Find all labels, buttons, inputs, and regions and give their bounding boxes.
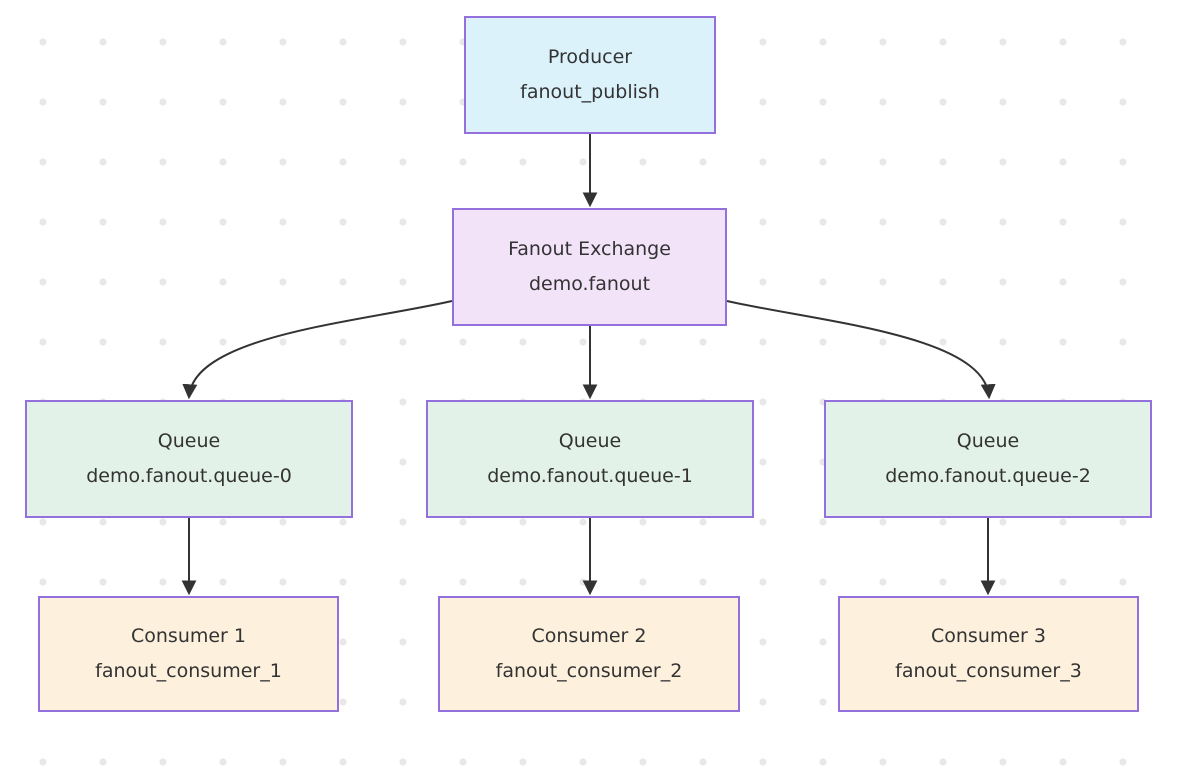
node-producer: Producer fanout_publish — [464, 16, 716, 134]
node-queue-2-subtitle: demo.fanout.queue-2 — [885, 465, 1091, 487]
node-queue-0-subtitle: demo.fanout.queue-0 — [86, 465, 292, 487]
node-consumer-1-title: Consumer 1 — [130, 625, 246, 647]
node-consumer-2: Consumer 2 fanout_consumer_2 — [438, 596, 740, 712]
node-consumer-1-subtitle: fanout_consumer_1 — [95, 660, 282, 682]
node-consumer-2-subtitle: fanout_consumer_2 — [495, 660, 683, 682]
node-queue-0-title: Queue — [157, 430, 221, 452]
node-queue-1-subtitle: demo.fanout.queue-1 — [487, 465, 693, 487]
node-consumer-3: Consumer 3 fanout_consumer_3 — [838, 596, 1139, 712]
node-fanout-exchange-subtitle: demo.fanout — [528, 273, 651, 295]
node-consumer-2-title: Consumer 2 — [531, 625, 647, 647]
node-consumer-3-title: Consumer 3 — [930, 625, 1046, 647]
node-queue-2-title: Queue — [956, 430, 1020, 452]
node-queue-2: Queue demo.fanout.queue-2 — [824, 400, 1152, 518]
node-producer-subtitle: fanout_publish — [520, 81, 660, 103]
edge-exchange-queue2 — [726, 300, 996, 400]
edge-exchange-queue0 — [182, 300, 453, 400]
node-fanout-exchange: Fanout Exchange demo.fanout — [452, 208, 727, 326]
node-consumer-3-subtitle: fanout_consumer_3 — [895, 660, 1082, 682]
node-fanout-exchange-title: Fanout Exchange — [508, 238, 671, 260]
node-queue-1-title: Queue — [558, 430, 622, 452]
node-queue-1: Queue demo.fanout.queue-1 — [426, 400, 754, 518]
node-consumer-1: Consumer 1 fanout_consumer_1 — [38, 596, 339, 712]
node-queue-0: Queue demo.fanout.queue-0 — [25, 400, 353, 518]
node-producer-title: Producer — [547, 46, 633, 68]
